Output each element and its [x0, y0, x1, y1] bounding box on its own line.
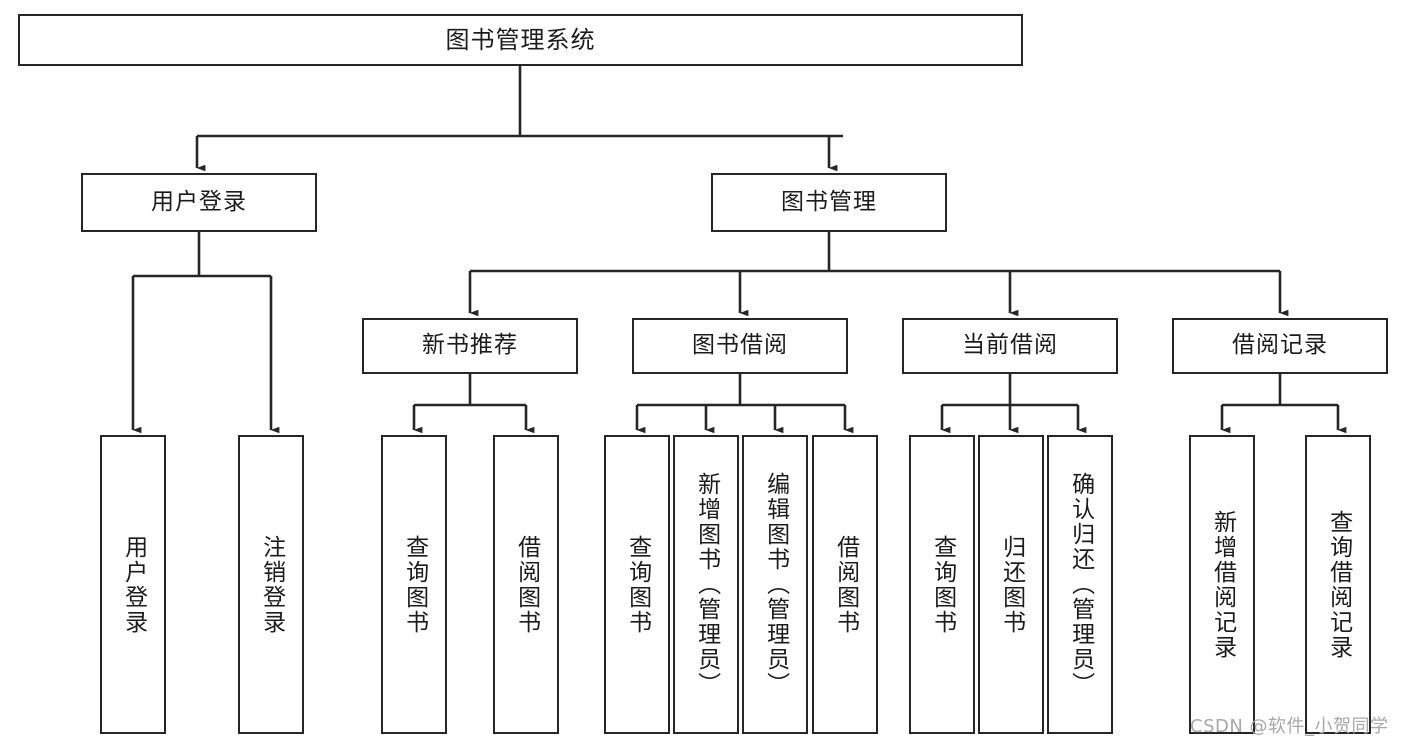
node-label: 用户登录 — [151, 188, 247, 215]
node-label: 新书推荐 — [422, 332, 518, 359]
node-label: 查询借阅记录 — [1325, 509, 1352, 660]
node-leaf-query-book-recommend[interactable]: 查询图书 — [381, 435, 447, 734]
node-label: 归还图书 — [998, 534, 1025, 635]
node-leaf-edit-book[interactable]: 编辑图书（管理员） — [742, 435, 808, 734]
node-borrow-record[interactable]: 借阅记录 — [1172, 318, 1388, 374]
node-label: 查询图书 — [624, 534, 651, 635]
node-current-borrow[interactable]: 当前借阅 — [902, 318, 1118, 374]
node-label: 借阅图书 — [832, 534, 859, 635]
csdn-watermark: CSDN @软件_小贺同学 — [1190, 716, 1389, 737]
node-leaf-user-login[interactable]: 用户登录 — [100, 435, 166, 734]
node-new-book-recommend[interactable]: 新书推荐 — [362, 318, 578, 374]
node-leaf-logout[interactable]: 注销登录 — [238, 435, 304, 734]
node-label: 新增借阅记录 — [1209, 509, 1236, 660]
node-leaf-add-borrow-record[interactable]: 新增借阅记录 — [1189, 435, 1255, 734]
node-label: 图书管理系统 — [445, 25, 596, 54]
node-label: 查询图书 — [929, 534, 956, 635]
node-leaf-query-book-borrow[interactable]: 查询图书 — [604, 435, 670, 734]
node-root-book-management-system[interactable]: 图书管理系统 — [18, 14, 1023, 66]
node-label: 借阅图书 — [513, 534, 540, 635]
node-user-login[interactable]: 用户登录 — [81, 173, 317, 232]
node-label: 查询图书 — [401, 534, 428, 635]
node-label: 用户登录 — [120, 534, 147, 635]
node-leaf-return-book[interactable]: 归还图书 — [978, 435, 1044, 734]
node-label: 借阅记录 — [1232, 332, 1328, 359]
node-leaf-borrow-book-recommend[interactable]: 借阅图书 — [493, 435, 559, 734]
node-book-borrow[interactable]: 图书借阅 — [632, 318, 848, 374]
node-leaf-query-book-current[interactable]: 查询图书 — [909, 435, 975, 734]
node-label: 确认归还（管理员） — [1067, 472, 1094, 697]
node-book-management[interactable]: 图书管理 — [711, 173, 947, 232]
node-leaf-add-book[interactable]: 新增图书（管理员） — [673, 435, 739, 734]
node-label: 新增图书（管理员） — [693, 472, 720, 697]
node-label: 图书管理 — [781, 188, 877, 215]
node-leaf-borrow-book[interactable]: 借阅图书 — [812, 435, 878, 734]
node-label: 注销登录 — [258, 534, 285, 635]
node-label: 编辑图书（管理员） — [762, 472, 789, 697]
node-label: 当前借阅 — [962, 332, 1058, 359]
node-label: 图书借阅 — [692, 332, 788, 359]
node-leaf-query-borrow-record[interactable]: 查询借阅记录 — [1305, 435, 1371, 734]
node-leaf-confirm-return[interactable]: 确认归还（管理员） — [1047, 435, 1113, 734]
